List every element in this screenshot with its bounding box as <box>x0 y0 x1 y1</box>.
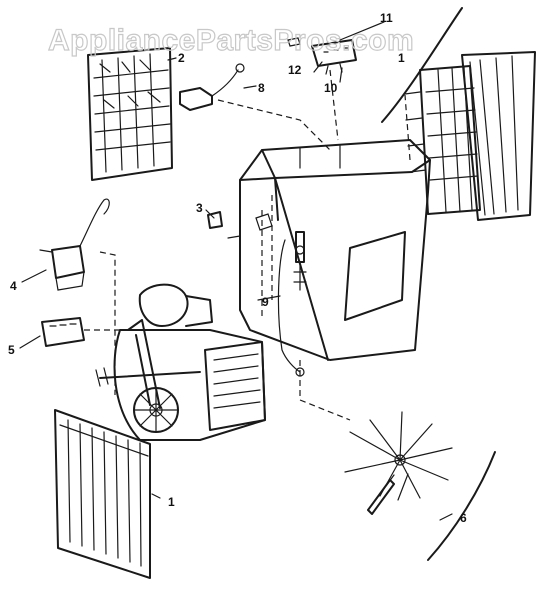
callout-6: 6 <box>460 511 467 525</box>
callout-pointers <box>19 21 453 521</box>
water-distributor-spider <box>344 411 453 515</box>
blower-motor-assembly <box>113 283 266 441</box>
cabinet-housing <box>239 139 431 361</box>
side-louver-panel-upper <box>87 47 173 181</box>
water-line-tubing <box>277 239 305 377</box>
callout-3: 3 <box>196 201 203 215</box>
group-bracket-6 <box>427 451 496 561</box>
control-box <box>41 317 120 347</box>
front-grille-panel <box>54 409 151 579</box>
callout-10: 10 <box>324 81 338 95</box>
callout-9: 9 <box>262 295 269 309</box>
watermark-text: AppliancePartsPros.com <box>48 24 414 57</box>
callout-5: 5 <box>8 343 15 357</box>
callout-1-top: 1 <box>398 51 405 65</box>
callout-1-bottom: 1 <box>168 495 175 509</box>
pump-motor-part <box>179 63 245 111</box>
pulley-belt <box>95 367 201 387</box>
callout-2: 2 <box>178 51 185 65</box>
callout-labels: 2 1 8 11 12 10 3 4 5 9 1 6 <box>8 11 467 525</box>
callout-11: 11 <box>380 11 393 25</box>
float-valve-assembly <box>293 231 307 291</box>
callout-4: 4 <box>10 279 17 293</box>
side-louver-panel-right <box>404 51 536 221</box>
mounting-bracket <box>207 211 273 239</box>
group-bracket-1 <box>381 7 463 123</box>
callout-12: 12 <box>288 63 302 77</box>
callout-8: 8 <box>258 81 265 95</box>
water-pump <box>39 198 110 291</box>
leader-lines <box>99 69 411 421</box>
